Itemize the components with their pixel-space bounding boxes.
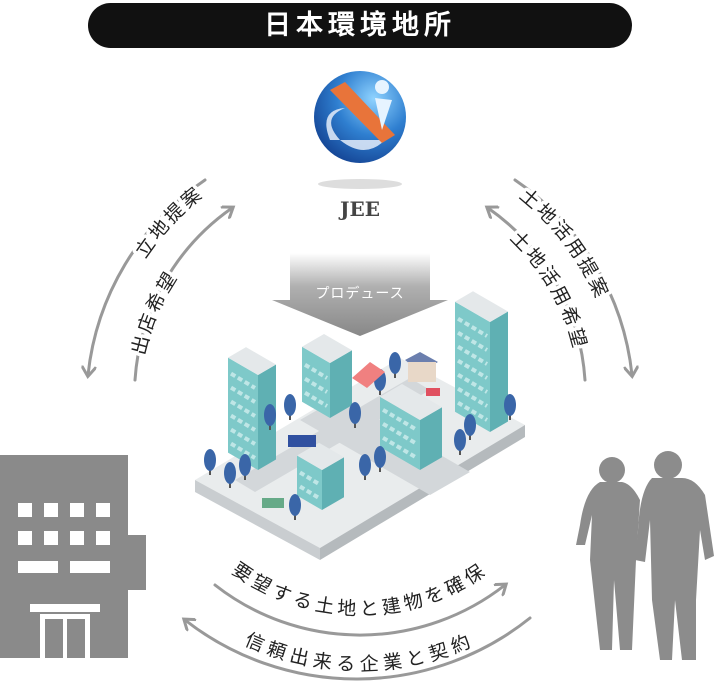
building-face bbox=[330, 350, 352, 418]
window bbox=[70, 531, 84, 545]
svg-text:出店希望: 出店希望 bbox=[128, 266, 183, 357]
bus bbox=[262, 498, 284, 508]
window-row bbox=[456, 386, 489, 408]
building-roof bbox=[380, 384, 442, 420]
window-row bbox=[456, 330, 489, 352]
building-face bbox=[228, 357, 258, 470]
house bbox=[408, 362, 436, 382]
tree bbox=[464, 414, 476, 436]
window-row bbox=[456, 372, 489, 394]
car bbox=[426, 388, 440, 396]
window-row bbox=[381, 408, 419, 432]
window-row bbox=[298, 470, 321, 486]
building-face bbox=[302, 346, 330, 418]
store-building-icon bbox=[0, 455, 146, 658]
tree bbox=[504, 394, 516, 416]
city-illustration bbox=[195, 291, 525, 560]
window-row bbox=[456, 344, 489, 366]
building-roof bbox=[302, 334, 352, 363]
window bbox=[96, 503, 110, 517]
window bbox=[44, 503, 58, 517]
window-row bbox=[229, 413, 257, 432]
arrow-right-outer bbox=[513, 178, 632, 375]
window-row bbox=[456, 400, 489, 422]
window-row bbox=[298, 484, 321, 500]
building-face bbox=[420, 407, 442, 470]
tree bbox=[239, 454, 251, 476]
tree bbox=[359, 454, 371, 476]
people-silhouette-icon bbox=[576, 451, 714, 660]
tree bbox=[349, 402, 361, 424]
window bbox=[44, 531, 58, 545]
window-row bbox=[303, 363, 329, 380]
window bbox=[96, 531, 110, 545]
window-row bbox=[303, 391, 329, 408]
window bbox=[18, 531, 32, 545]
tree bbox=[374, 446, 386, 468]
window bbox=[18, 503, 32, 517]
tree bbox=[454, 429, 466, 451]
tree bbox=[224, 462, 236, 484]
svg-text:立地提案: 立地提案 bbox=[131, 182, 208, 262]
flow-location-proposal: 立地提案 bbox=[128, 178, 209, 265]
window-row bbox=[381, 436, 419, 460]
building-face bbox=[490, 311, 508, 432]
window-row bbox=[229, 399, 257, 418]
tree bbox=[204, 449, 216, 471]
window-row bbox=[381, 422, 419, 446]
window-row bbox=[229, 385, 257, 404]
window-row bbox=[229, 371, 257, 390]
tree bbox=[284, 394, 296, 416]
produce-label: プロデュース bbox=[315, 285, 404, 302]
arrow-left-outer bbox=[88, 178, 207, 375]
arrow-bottom-lower bbox=[185, 616, 532, 681]
tree bbox=[389, 352, 401, 374]
building-roof bbox=[297, 442, 344, 470]
window-row bbox=[303, 377, 329, 394]
window-row bbox=[456, 316, 489, 338]
building-roof bbox=[228, 347, 276, 375]
page-title: 日本環境地所 bbox=[88, 3, 632, 48]
arrow-left-inner bbox=[133, 208, 232, 382]
house-roof bbox=[352, 362, 385, 388]
jee-logo bbox=[314, 71, 406, 189]
window bbox=[18, 561, 58, 573]
window bbox=[70, 561, 110, 573]
window-row bbox=[229, 427, 257, 446]
flow-store-request: 出店希望 bbox=[124, 263, 183, 361]
produce-arrow: プロデュース bbox=[272, 253, 448, 336]
company-name: JEE bbox=[340, 197, 380, 221]
building-roof bbox=[455, 291, 508, 322]
building-face bbox=[322, 457, 344, 510]
arrow-bottom-upper bbox=[213, 585, 505, 637]
tree bbox=[264, 404, 276, 426]
flow-secure-land: 要望する土地と建物を確保 bbox=[225, 555, 492, 624]
window-row bbox=[229, 441, 257, 460]
tree bbox=[289, 494, 301, 516]
bus bbox=[288, 435, 316, 447]
svg-text:要望する土地と建物を確保: 要望する土地と建物を確保 bbox=[228, 558, 492, 620]
arrow-right-inner bbox=[488, 208, 587, 382]
window-row bbox=[456, 358, 489, 380]
window bbox=[70, 503, 84, 517]
